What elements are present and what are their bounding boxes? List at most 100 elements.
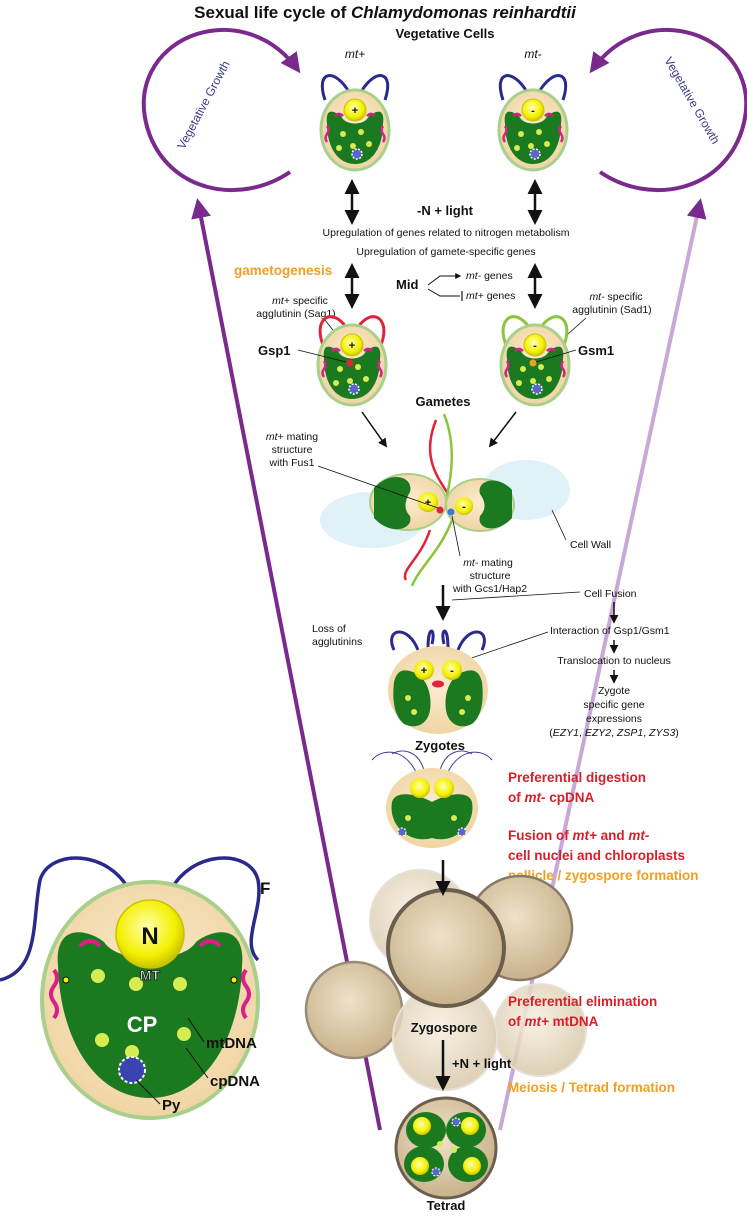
mating-pair: + - xyxy=(320,413,570,587)
zygote-expr-line3: expressions xyxy=(586,713,642,725)
gcs1-pointer xyxy=(451,515,461,557)
nucleus-sign: - xyxy=(533,340,537,352)
flagella xyxy=(456,630,486,651)
flagella-green xyxy=(539,315,569,348)
mating-flagella-green xyxy=(410,519,454,587)
legend-pyrenoid xyxy=(118,1056,146,1084)
nucleus-sign: + xyxy=(352,105,358,117)
legend-n: N xyxy=(141,923,158,950)
flagella-red xyxy=(356,315,386,348)
legend-f: F xyxy=(260,879,270,898)
mating-nucleus-plus xyxy=(418,492,438,512)
legend-nucleus xyxy=(115,899,185,969)
vegetative-growth-arrow-right xyxy=(589,28,747,192)
pref-digestion-of: of xyxy=(508,790,525,805)
mature-zygote xyxy=(371,750,493,848)
gsp1-pointer xyxy=(297,349,347,363)
gsm1-pointer xyxy=(535,349,577,363)
vegetative-cell-minus: - xyxy=(497,74,569,172)
fusion-and: and xyxy=(597,828,629,843)
tetrad xyxy=(394,1096,498,1200)
flagella xyxy=(390,630,420,651)
pref-elimination-line2: of mt+ mtDNA xyxy=(508,1014,599,1029)
vegetative-growth-left: Vegetative Growth xyxy=(174,58,232,151)
mid-minus-genes: mt- genes xyxy=(466,270,513,282)
pref-elimination-line1: Preferential elimination xyxy=(508,994,657,1009)
sad1-label-line2: agglutinin (Sad1) xyxy=(572,304,651,316)
faded-flagella xyxy=(447,751,493,773)
zygotes-label: Zygotes xyxy=(415,738,465,753)
mt-minus-label: mt- xyxy=(524,47,541,61)
flagella xyxy=(441,629,450,649)
gcs1-mt: mt- xyxy=(463,557,479,569)
pref-digestion-mt: mt- xyxy=(525,790,546,805)
gene-sep: , xyxy=(579,727,585,739)
tetrad-label: Tetrad xyxy=(427,1198,466,1213)
mating-chloroplast-plus xyxy=(374,476,411,530)
zygospore xyxy=(304,960,404,1060)
legend-flagella xyxy=(0,856,132,982)
sad1-label-line1: mt- specific xyxy=(589,291,642,303)
diagram-title: Sexual life cycle of Chlamydomonas reinh… xyxy=(194,3,577,22)
gene-sep: , xyxy=(643,727,649,739)
fusion-mt-minus: mt- xyxy=(628,828,649,843)
fus1-rest: mating xyxy=(284,431,319,443)
pellicle-label: pellicle / zygospore formation xyxy=(508,868,699,883)
gcs1-dot xyxy=(447,508,455,516)
gsp1-label: Gsp1 xyxy=(258,343,291,358)
zygospore-label: Zygospore xyxy=(411,1020,477,1035)
faded-flagella xyxy=(371,751,417,773)
legend-mtdna: mtDNA xyxy=(206,1035,257,1052)
mid-plus-genes: mt+ genes xyxy=(466,290,515,302)
zygospore-cluster xyxy=(304,869,587,1091)
nucleus-sign: - xyxy=(462,501,466,513)
nitrogen-light-label: -N + light xyxy=(417,203,474,218)
mating-flagella-red xyxy=(403,529,432,581)
vegetative-growth-arrow-left xyxy=(141,28,301,192)
mid-minus-genes-rest: genes xyxy=(481,270,513,282)
upregulation-nitrogen: Upregulation of genes related to nitroge… xyxy=(323,227,570,239)
mating-flagella-green xyxy=(442,413,453,501)
gsm1-label: Gsm1 xyxy=(578,343,614,358)
interaction-label: Interaction of Gsp1/Gsm1 xyxy=(550,625,670,637)
gametogenesis-label: gametogenesis xyxy=(234,263,332,278)
fus1-label-line3: with Fus1 xyxy=(269,457,315,469)
pref-elimination-mt: mt+ xyxy=(525,1014,549,1029)
gene-ezy1: EZY1 xyxy=(553,727,579,739)
cell-fusion-label: Cell Fusion xyxy=(584,588,637,600)
nitrogen-plus-light-label: +N + light xyxy=(452,1056,512,1071)
mid-plus-genes-rest: genes xyxy=(484,290,516,302)
vegetative-growth-right: Vegetative Growth xyxy=(661,55,722,147)
fus1-label-line1: mt+ mating xyxy=(266,431,318,443)
pref-elimination-of: of xyxy=(508,1014,525,1029)
mid-repression-line xyxy=(427,288,460,297)
sag1-label-line2: agglutinin (Sag1) xyxy=(256,308,335,320)
gene-zys3: ZYS3 xyxy=(648,727,675,739)
pref-digestion-cpdna: cpDNA xyxy=(546,790,595,805)
flagella xyxy=(498,74,529,101)
gcs1-label-line3: with Gcs1/Hap2 xyxy=(452,583,527,595)
upregulation-gamete: Upregulation of gamete-specific genes xyxy=(356,246,535,258)
fusion-mt-plus: mt+ xyxy=(573,828,597,843)
loss-agglutinins-line1: Loss of xyxy=(312,623,346,635)
gene-zsp1: ZSP1 xyxy=(616,727,643,739)
nucleus-sign: + xyxy=(421,665,427,677)
mid-plus-genes-it: mt+ xyxy=(466,290,484,302)
sad1-mt: mt- xyxy=(589,291,605,303)
mating-nucleus-minus xyxy=(455,497,473,515)
arrow-gamete-minus-mating xyxy=(488,411,517,448)
gene-ezy2: EZY2 xyxy=(585,727,611,739)
gene-sep: , xyxy=(611,727,617,739)
zygote-expr-close: ) xyxy=(675,727,679,739)
zygote-expr-line1: Zygote xyxy=(598,685,630,697)
sad1-rest: specific xyxy=(605,291,643,303)
mid-minus-genes-it: mt- xyxy=(466,270,482,282)
flagella xyxy=(320,74,351,101)
title-species: Chlamydomonas reinhardtii xyxy=(351,3,577,22)
sag1-mt: mt+ xyxy=(272,295,290,307)
loss-agglutinins-line2: agglutinins xyxy=(312,636,362,648)
flagella xyxy=(537,74,568,101)
nucleus-sign: - xyxy=(531,105,535,117)
gamete-plus: + xyxy=(316,315,388,407)
